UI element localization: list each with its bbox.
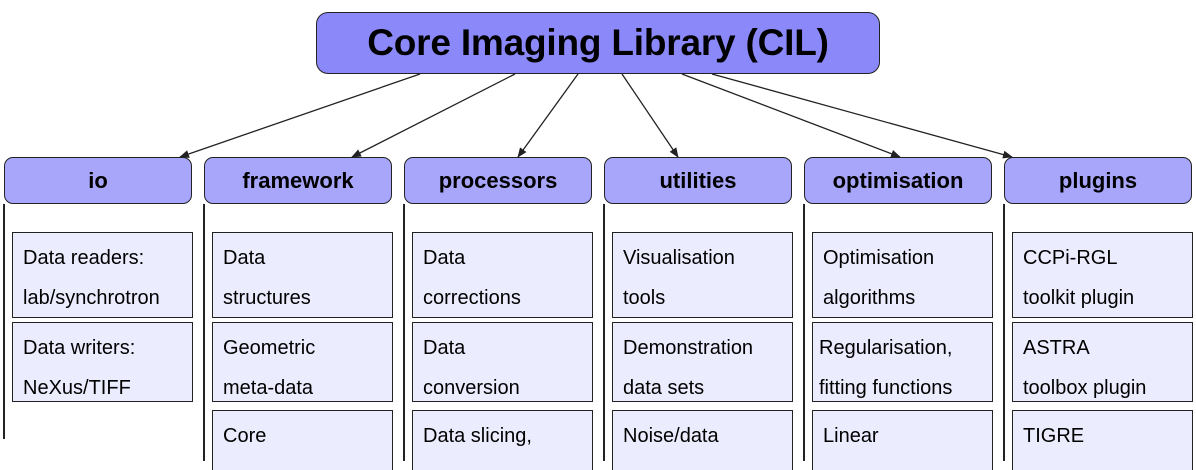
module-title: optimisation <box>832 167 964 193</box>
leaf-node: Data readers:lab/synchrotron <box>12 232 193 318</box>
arrow-to-processors <box>517 73 579 158</box>
module-header-processors: processors <box>404 157 592 204</box>
arrow-to-utilities <box>621 73 679 158</box>
column-spine <box>403 204 405 461</box>
leaf-node: Data writers:NeXus/TIFF <box>12 322 193 402</box>
leaf-node: Data slicing, <box>412 410 593 470</box>
module-title: processors <box>438 167 558 193</box>
root-title: Core Imaging Library (CIL) <box>367 22 829 63</box>
module-header-io: io <box>4 157 192 204</box>
arrow-to-framework <box>351 73 516 158</box>
arrow-to-plugins <box>711 73 1013 159</box>
leaf-label: Data slicing, <box>423 425 532 447</box>
column-spine <box>803 204 805 461</box>
leaf-label: Core <box>223 425 267 447</box>
leaf-label: Data readers:lab/synchrotron <box>23 247 160 309</box>
module-title: plugins <box>1058 167 1138 193</box>
module-header-utilities: utilities <box>604 157 792 204</box>
module-title: framework <box>242 167 354 193</box>
module-header-plugins: plugins <box>1004 157 1192 204</box>
module-header-optimisation: optimisation <box>804 157 992 204</box>
module-title: utilities <box>659 167 737 193</box>
arrow-to-io <box>179 73 421 158</box>
leaf-label: Noise/data <box>623 425 719 447</box>
column-spine <box>203 204 205 461</box>
leaf-node: Noise/data <box>612 410 793 470</box>
leaf-label: Linear <box>823 425 879 447</box>
leaf-node: Regularisation,fitting functions <box>812 322 993 402</box>
column-spine <box>603 204 605 461</box>
root-node: Core Imaging Library (CIL) <box>316 12 880 74</box>
leaf-label: TIGRE <box>1023 425 1085 447</box>
column-spine <box>1003 204 1005 461</box>
leaf-node: Core <box>212 410 393 470</box>
module-header-framework: framework <box>204 157 392 204</box>
column-spine <box>3 204 5 439</box>
leaf-node: TIGRE <box>1012 410 1193 470</box>
column-io: io Data readers:lab/synchrotron Data wri… <box>3 157 193 461</box>
leaf-label: Regularisation,fitting functions <box>819 337 953 399</box>
arrow-to-optimisation <box>681 73 901 158</box>
leaf-node: Linear <box>812 410 993 470</box>
module-title: io <box>88 167 108 193</box>
leaf-label: Data writers:NeXus/TIFF <box>23 337 136 399</box>
